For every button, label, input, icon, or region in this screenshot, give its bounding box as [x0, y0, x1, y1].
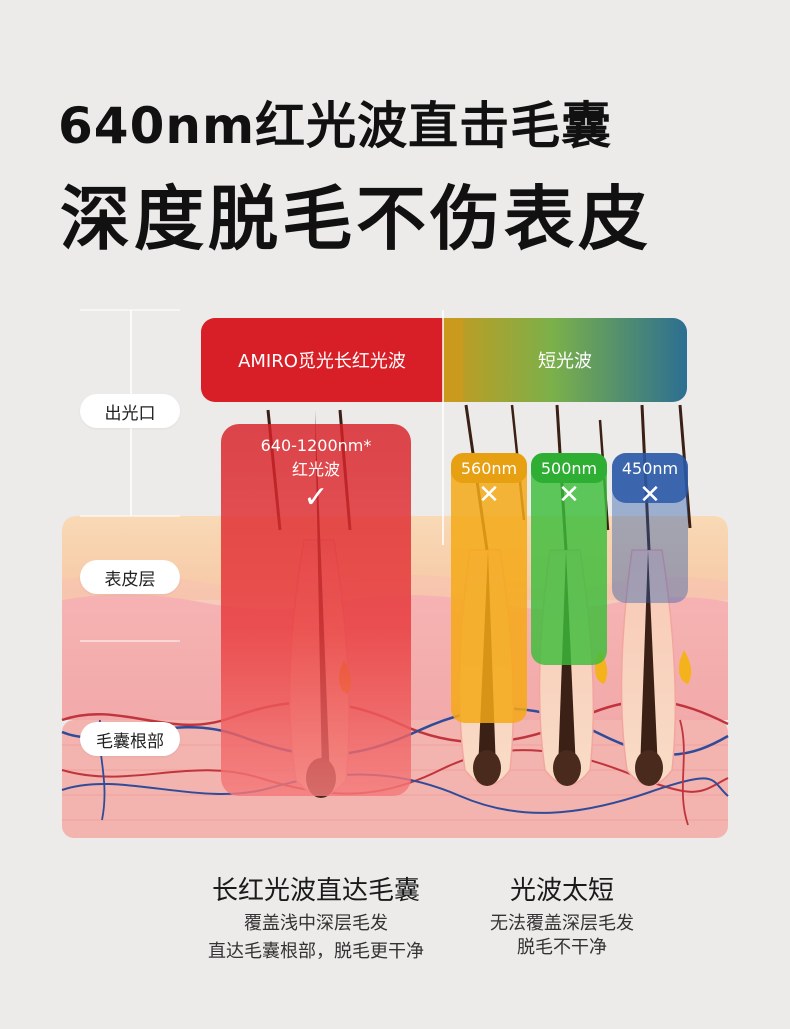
headline-line-2: 深度脱毛不伤表皮	[60, 178, 652, 260]
caption-right-line-1: 无法覆盖深层毛发	[490, 913, 634, 934]
headline-line-1: 640nm红光波直击毛囊	[58, 97, 613, 155]
red-wave-name: 红光波	[291, 460, 340, 479]
cross-icon: ✕	[639, 480, 661, 510]
wave-label-560nm: 560nm	[460, 459, 518, 478]
skin-diagram: 出光口 表皮层 毛囊根部 AMIRO觅光长红光波 短光波 640-1200nm*…	[0, 300, 790, 845]
wave-label-450nm: 450nm	[621, 459, 679, 478]
band-label-short-wave: 短光波	[538, 351, 592, 372]
caption-left-line-2: 直达毛囊根部，脱毛更干净	[208, 941, 424, 962]
layer-label-epidermis: 表皮层	[80, 560, 180, 594]
caption-right-head: 光波太短	[509, 876, 614, 906]
caption-left-head: 长红光波直达毛囊	[211, 876, 420, 906]
skin-illustration	[61, 309, 729, 838]
caption-left-line-1: 覆盖浅中深层毛发	[244, 913, 388, 934]
cross-icon: ✕	[478, 480, 500, 510]
cross-icon: ✕	[558, 480, 580, 510]
wave-label-500nm: 500nm	[540, 459, 598, 478]
red-wave-range: 640-1200nm*	[260, 436, 372, 455]
check-icon: ✓	[303, 480, 329, 515]
band-label-long-wave: AMIRO觅光长红光波	[238, 351, 406, 372]
layer-label-outlet: 出光口	[80, 394, 180, 428]
caption-right-line-2: 脱毛不干净	[517, 937, 607, 958]
layer-label-follicle-root: 毛囊根部	[80, 722, 180, 756]
